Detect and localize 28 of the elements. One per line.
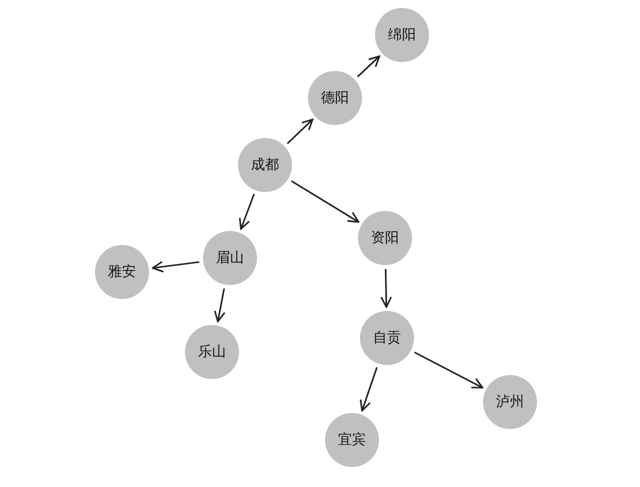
arrow <box>360 367 378 412</box>
city-name: 宜宾 <box>338 431 366 449</box>
city-circle <box>203 231 257 285</box>
city-name: 乐山 <box>198 343 226 361</box>
city-name: 自贡 <box>373 329 401 347</box>
arrow <box>286 118 314 144</box>
city-name: 泸州 <box>496 393 524 411</box>
city-name: 眉山 <box>216 249 244 267</box>
city-circle <box>325 413 379 467</box>
city-circle <box>358 211 412 265</box>
arrow <box>414 352 484 388</box>
city-circle <box>238 138 292 192</box>
city-name: 绵阳 <box>388 26 416 44</box>
arrow <box>214 288 226 322</box>
city-circle <box>483 375 537 429</box>
city-name: 雅安 <box>108 263 136 281</box>
arrow <box>291 180 360 223</box>
city-circle <box>375 8 429 62</box>
city-name: 资阳 <box>371 229 399 247</box>
city-circle <box>360 311 414 365</box>
city-circle <box>308 71 362 125</box>
city-name: 德阳 <box>321 89 349 107</box>
arrow <box>152 260 200 272</box>
arrow <box>380 268 392 308</box>
city-name: 成都 <box>251 156 279 174</box>
arrow <box>357 55 380 78</box>
city-circle <box>185 325 239 379</box>
arrow <box>238 194 255 230</box>
